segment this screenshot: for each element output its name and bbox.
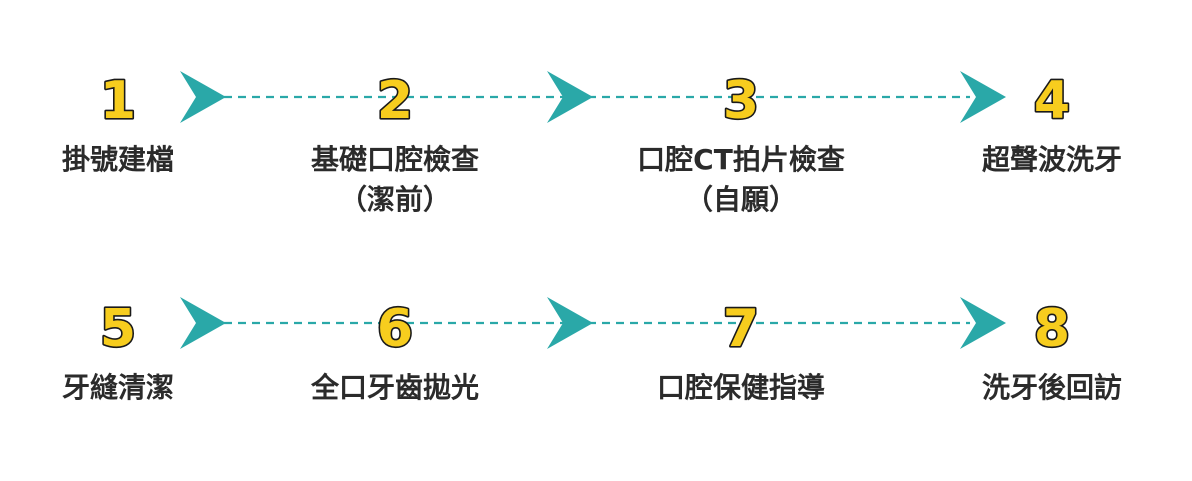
step-4: 4 超聲波洗牙 bbox=[902, 64, 1192, 180]
step-number: 4 bbox=[1034, 71, 1070, 131]
step-label-line: 牙縫清潔 bbox=[61, 371, 174, 404]
step-number: 7 bbox=[723, 299, 759, 359]
arrow-right-icon bbox=[547, 297, 593, 349]
step-number: 8 bbox=[1034, 299, 1070, 359]
step-label-note: （潔前） bbox=[338, 183, 451, 216]
step-number: 3 bbox=[723, 71, 759, 131]
step-number-badge: 6 bbox=[375, 297, 414, 360]
step-label: 口腔CT拍片檢查 （自願） bbox=[591, 140, 891, 220]
step-2: 2 基礎口腔檢查 （潔前） bbox=[245, 64, 545, 220]
step-label-line: 全口牙齒拋光 bbox=[310, 371, 479, 404]
arrow-right-icon bbox=[960, 297, 1006, 349]
arrow-right-icon bbox=[180, 71, 226, 123]
arrow-right-icon bbox=[960, 71, 1006, 123]
step-label: 掛號建檔 bbox=[0, 140, 268, 180]
step-label-note: （自願） bbox=[684, 183, 797, 216]
step-7: 7 口腔保健指導 bbox=[591, 292, 891, 408]
step-number-badge: 7 bbox=[721, 297, 760, 360]
step-label: 洗牙後回訪 bbox=[902, 368, 1192, 408]
step-label: 口腔保健指導 bbox=[591, 368, 891, 408]
step-1: 1 掛號建檔 bbox=[0, 64, 268, 180]
step-label: 基礎口腔檢查 （潔前） bbox=[245, 140, 545, 220]
step-number-badge: 1 bbox=[98, 69, 137, 132]
step-8: 8 洗牙後回訪 bbox=[902, 292, 1192, 408]
step-label-line: 超聲波洗牙 bbox=[981, 143, 1122, 176]
step-number: 2 bbox=[377, 71, 413, 131]
step-label: 全口牙齒拋光 bbox=[245, 368, 545, 408]
step-label: 超聲波洗牙 bbox=[902, 140, 1192, 180]
step-number: 5 bbox=[100, 299, 136, 359]
arrow-right-icon bbox=[547, 71, 593, 123]
step-number: 6 bbox=[377, 299, 413, 359]
step-number-badge: 2 bbox=[375, 69, 414, 132]
step-6: 6 全口牙齒拋光 bbox=[245, 292, 545, 408]
arrow-right-icon bbox=[180, 297, 226, 349]
step-label: 牙縫清潔 bbox=[0, 368, 268, 408]
step-number: 1 bbox=[100, 71, 136, 131]
step-5: 5 牙縫清潔 bbox=[0, 292, 268, 408]
step-3: 3 口腔CT拍片檢查 （自願） bbox=[591, 64, 891, 220]
step-label-line: 口腔保健指導 bbox=[656, 371, 825, 404]
step-number-badge: 8 bbox=[1032, 297, 1071, 360]
step-label-line: 口腔CT拍片檢查 bbox=[637, 143, 845, 176]
step-label-line: 洗牙後回訪 bbox=[981, 371, 1122, 404]
step-label-line: 基礎口腔檢查 bbox=[310, 143, 479, 176]
step-number-badge: 4 bbox=[1032, 69, 1071, 132]
step-number-badge: 3 bbox=[721, 69, 760, 132]
step-number-badge: 5 bbox=[98, 297, 137, 360]
step-label-line: 掛號建檔 bbox=[61, 143, 174, 176]
